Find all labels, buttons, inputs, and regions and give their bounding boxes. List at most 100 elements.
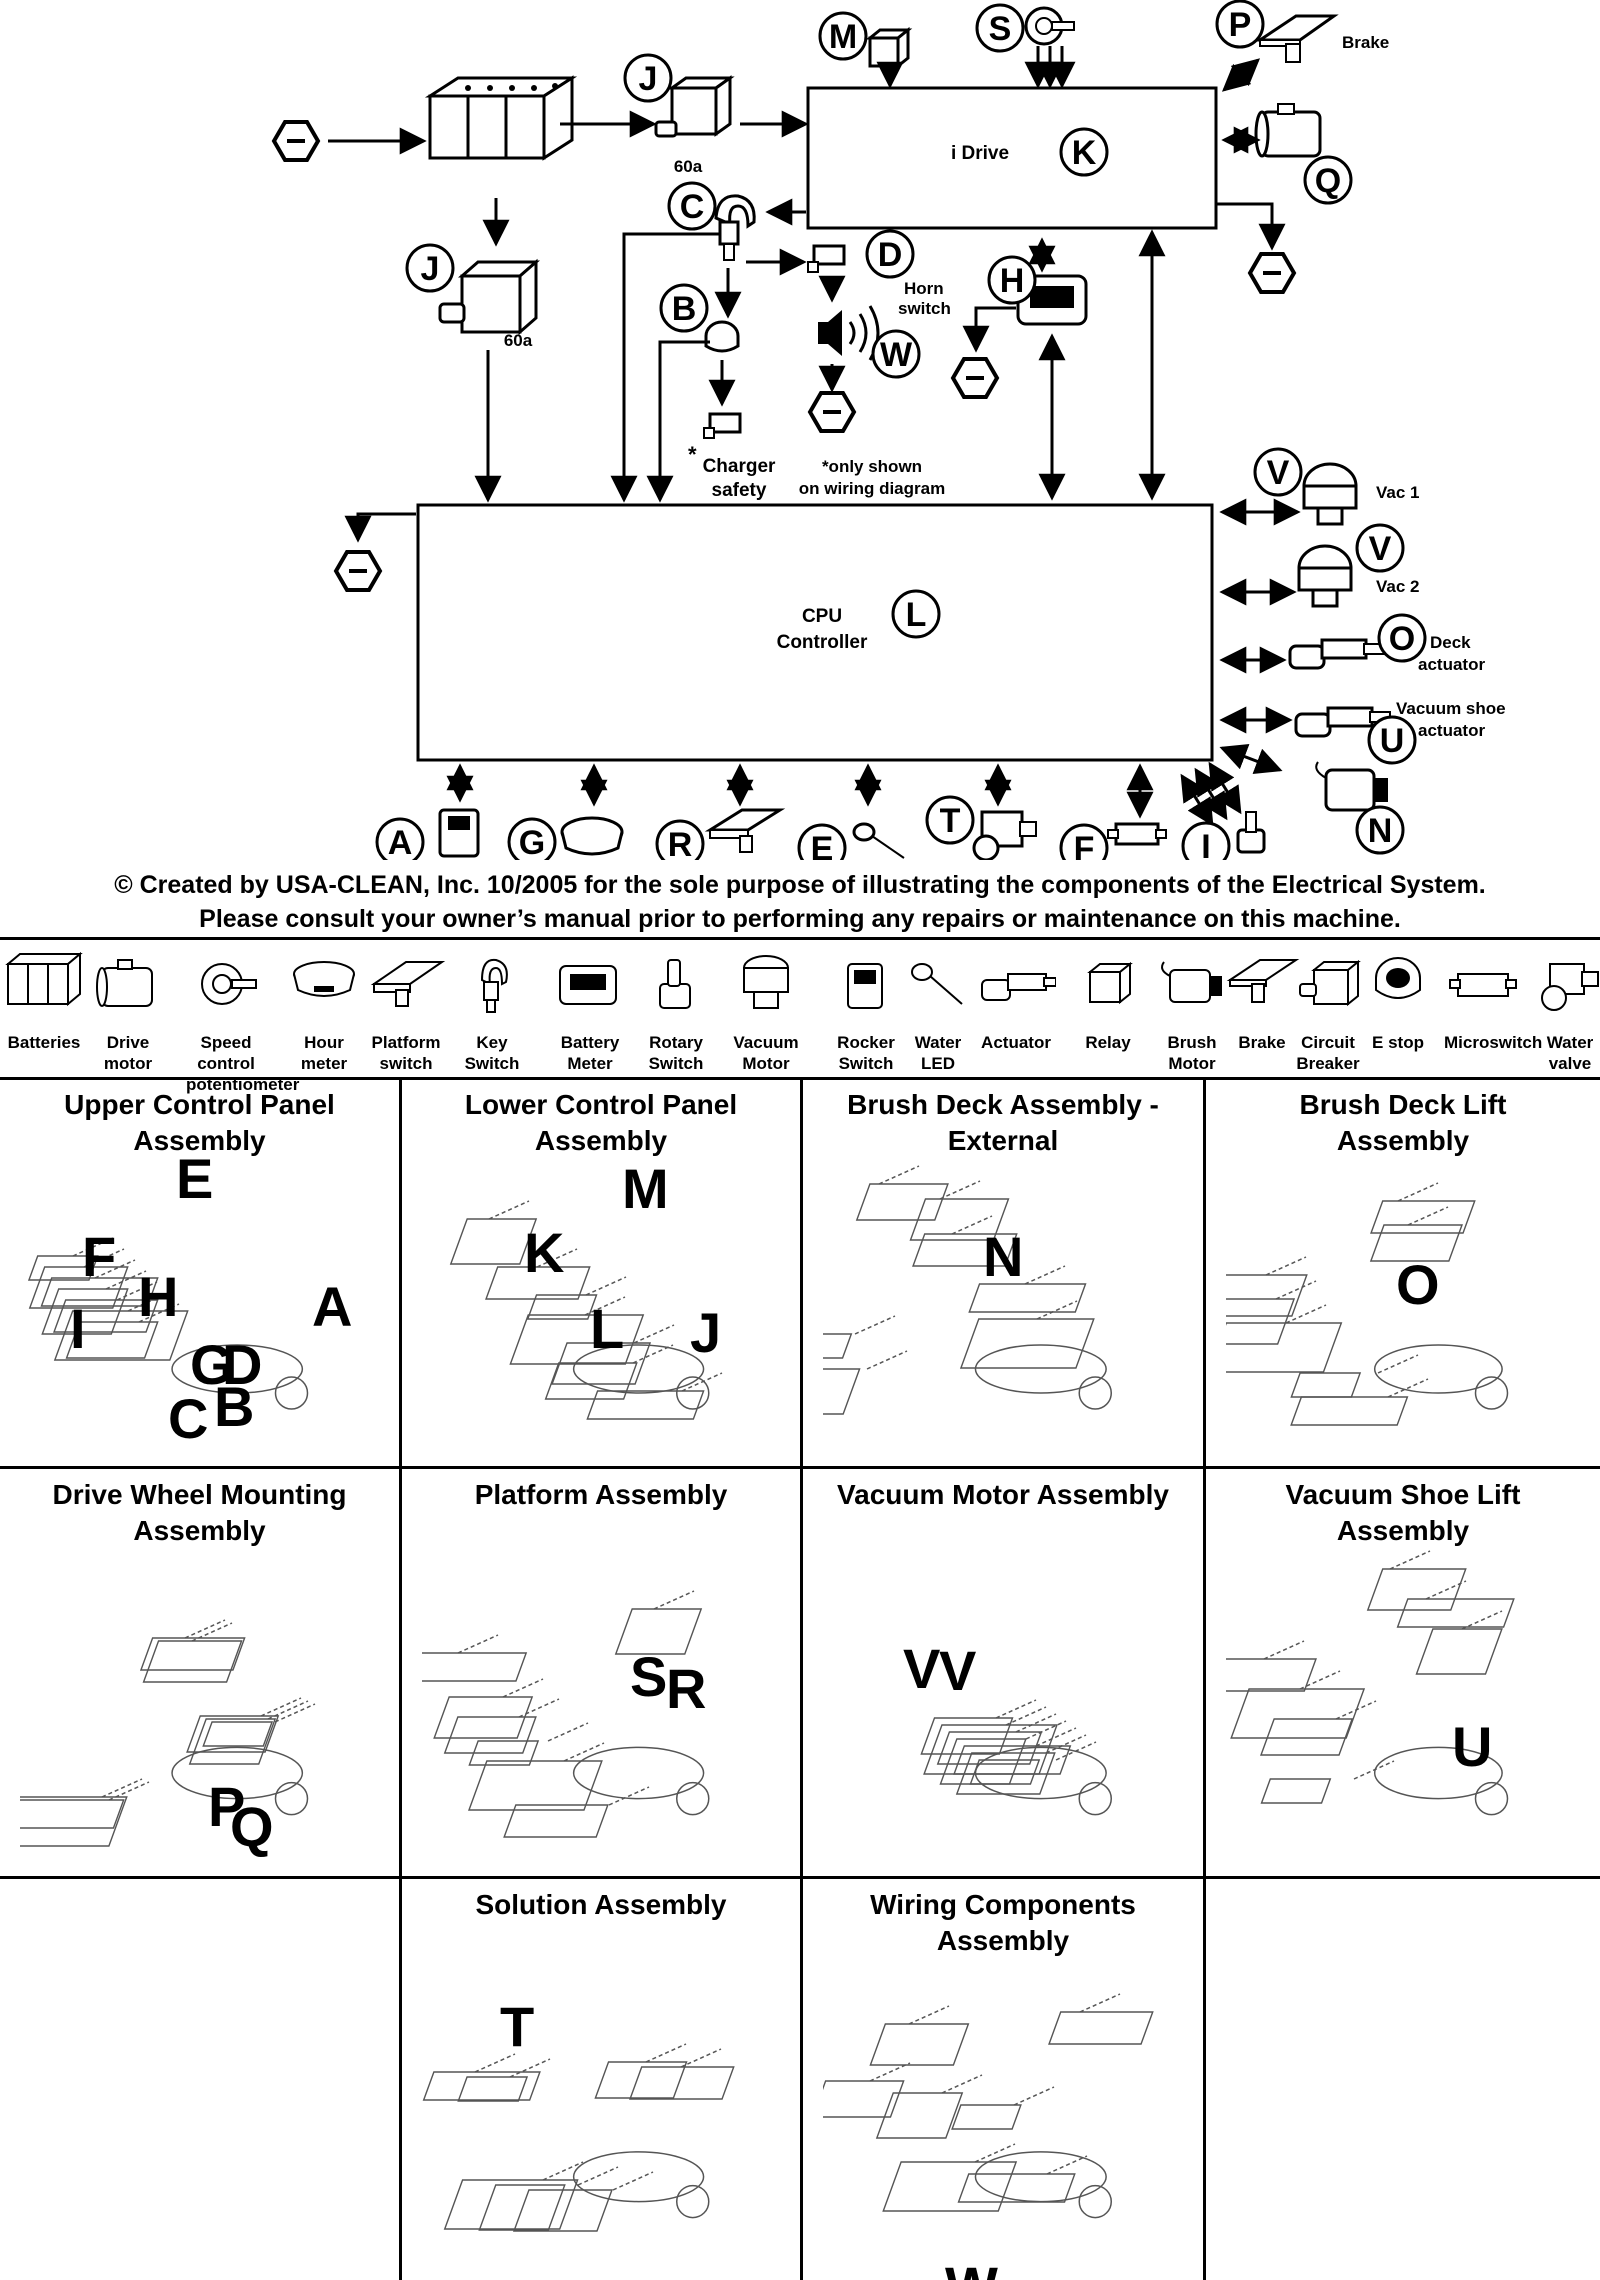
- key-switch-icon: [714, 194, 756, 261]
- battery-meter-icon: [550, 950, 630, 1021]
- circled-letter-text: T: [940, 802, 961, 840]
- circled-letter-text: J: [421, 250, 440, 288]
- circuit-breaker-icon: [1288, 950, 1368, 1021]
- circled-letter-c: C: [667, 181, 717, 231]
- assembly-title-line2: Assembly: [936, 1925, 1070, 1956]
- potentiometer-icon: [1024, 6, 1075, 46]
- section-divider: [0, 1077, 1600, 1080]
- assembly-title-line2: External: [947, 1125, 1059, 1156]
- negative-terminal-icon: [272, 120, 320, 162]
- component-letter-j: J: [690, 1301, 722, 1364]
- circled-letter-g: G: [507, 817, 557, 860]
- component-letter-r: R: [666, 1657, 707, 1720]
- circled-letter-u: U: [1367, 715, 1417, 765]
- circled-letter-h: H: [987, 255, 1037, 305]
- component-letter-i: I: [70, 1297, 86, 1360]
- circled-letter-k: K: [1059, 127, 1109, 177]
- component-letter-d: D: [222, 1333, 263, 1396]
- brake-icon: [1255, 14, 1339, 63]
- component-letter-a: A: [312, 1275, 353, 1338]
- rotary-switch-icon: [1236, 811, 1266, 854]
- assembly-title-line2: Assembly: [1336, 1515, 1470, 1546]
- component-letter-t: T: [500, 1995, 535, 2058]
- circled-letter-d: D: [865, 229, 915, 279]
- circled-letter-t: T: [925, 795, 975, 845]
- negative-terminal-icon: [334, 550, 382, 592]
- component-letter-n: N: [983, 1225, 1024, 1288]
- circled-letter-n: N: [1355, 805, 1405, 855]
- cpu-label-line2: Controller: [777, 632, 868, 653]
- circled-letter-text: F: [1074, 830, 1095, 860]
- key-switch-icon: [452, 950, 532, 1021]
- component-letter-g: G: [190, 1333, 234, 1396]
- circled-letter-w: W: [871, 329, 921, 379]
- deck-actuator-label: Deck: [1430, 633, 1471, 652]
- circled-letter-a: A: [375, 817, 425, 860]
- circled-letter-j2: J: [405, 243, 455, 293]
- hour-meter-icon: [284, 950, 364, 1021]
- assembly-title-line1: Solution Assembly: [475, 1889, 727, 1920]
- assembly-panel: Wiring ComponentsAssemblyW: [803, 1879, 1206, 2280]
- assembly-title-line2: Assembly: [133, 1515, 266, 1546]
- circled-letter-s: S: [975, 3, 1025, 53]
- circled-letter-text: I: [1201, 828, 1210, 860]
- assembly-title: Vacuum Motor Assembly: [803, 1477, 1203, 1513]
- charger-asterisk: *: [688, 442, 697, 467]
- circled-letter-l: L: [891, 589, 941, 639]
- e-stop-icon: [704, 320, 740, 353]
- cpu-label-line1: CPU: [802, 606, 842, 627]
- circled-letter-q: Q: [1303, 155, 1353, 205]
- circled-letter-text: M: [829, 18, 857, 56]
- rocker-switch-icon: [438, 808, 480, 858]
- component-letter-m: M: [622, 1157, 669, 1220]
- drive-motor-icon: [88, 950, 168, 1021]
- circled-letter-text: O: [1389, 620, 1415, 658]
- component-letter-l: L: [590, 1297, 625, 1360]
- assembly-title: Platform Assembly: [402, 1477, 800, 1513]
- vacuum-shoe-actuator-label: Vacuum shoe: [1396, 699, 1506, 718]
- circled-letter-text: S: [989, 10, 1012, 48]
- only-shown-note: *only shown: [822, 457, 922, 476]
- microswitch-icon: [1444, 950, 1524, 1021]
- vacuum-motor-icon: [1302, 462, 1358, 526]
- exploded-view-drawing: [422, 1159, 780, 1456]
- circled-letter-text: E: [811, 830, 834, 860]
- vacuum-motor-icon: [1297, 544, 1353, 608]
- rotary-switch-icon: [636, 950, 716, 1021]
- horn-switch-label: switch: [898, 299, 951, 318]
- component-letter-c: C: [168, 1387, 209, 1450]
- brake-icon: [1222, 950, 1302, 1021]
- component-letter-v: V: [939, 1639, 977, 1702]
- assembly-title-line1: Vacuum Shoe Lift: [1285, 1479, 1521, 1510]
- circled-letter-text: Q: [1315, 162, 1341, 200]
- assembly-title-line1: Wiring Components: [870, 1889, 1136, 1920]
- brush-motor-icon: [1315, 761, 1388, 812]
- circled-letter-e: E: [797, 823, 847, 860]
- circled-letter-text: B: [672, 290, 697, 328]
- e-stop-icon: [1358, 950, 1438, 1021]
- brush-motor-icon: [1152, 950, 1232, 1021]
- assembly-title-line1: Drive Wheel Mounting: [52, 1479, 347, 1510]
- assembly-title-line1: Lower Control Panel: [464, 1089, 738, 1120]
- actuator-icon: [1288, 638, 1385, 670]
- circled-letter-text: A: [388, 824, 413, 860]
- exploded-view-drawing: [0, 1549, 379, 1866]
- assembly-title: Brush Deck Assembly -External: [803, 1087, 1203, 1159]
